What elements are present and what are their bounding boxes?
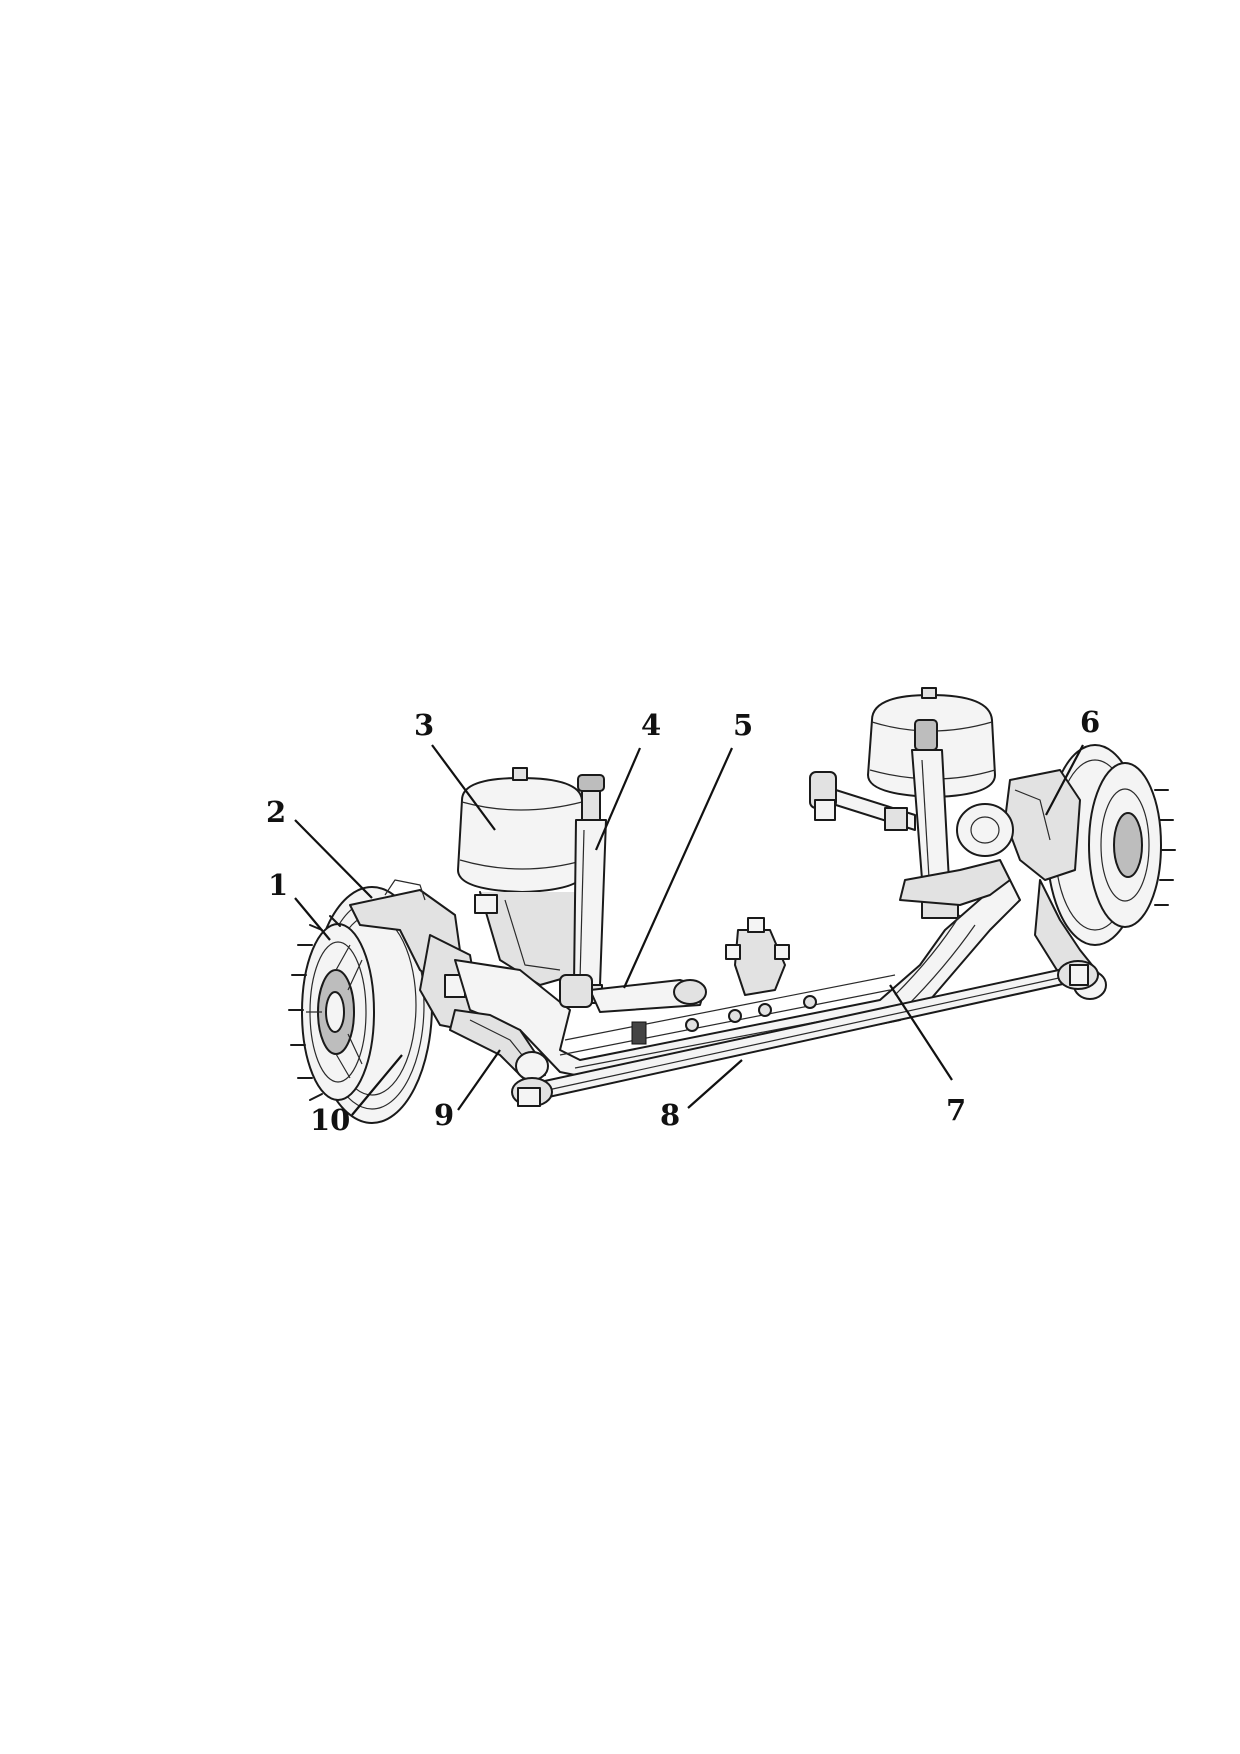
callout-9: 9 bbox=[434, 1098, 454, 1132]
callout-labels: 1 2 3 4 5 6 7 8 9 10 bbox=[266, 705, 1100, 1137]
right-wheel-studs bbox=[1154, 789, 1176, 906]
drag-link bbox=[809, 771, 916, 831]
leader-3 bbox=[431, 744, 496, 831]
callout-5: 5 bbox=[733, 708, 753, 742]
right-wheel-hub-assembly bbox=[956, 744, 1176, 1000]
callout-2: 2 bbox=[266, 795, 286, 829]
callout-3: 3 bbox=[414, 708, 434, 742]
left-wheel-hub-assembly bbox=[288, 879, 479, 1124]
leader-7 bbox=[889, 984, 953, 1081]
left-wheel-studs bbox=[288, 915, 341, 1101]
callout-6: 6 bbox=[1080, 705, 1100, 739]
callout-7: 7 bbox=[946, 1093, 966, 1127]
leader-1 bbox=[294, 897, 331, 941]
leader-10 bbox=[351, 1054, 403, 1116]
leader-8 bbox=[687, 1059, 743, 1109]
beam-bolts bbox=[685, 995, 817, 1032]
callout-4: 4 bbox=[641, 708, 661, 742]
leader-4 bbox=[594, 747, 642, 851]
callout-10: 10 bbox=[310, 1103, 350, 1137]
leader-5 bbox=[622, 747, 734, 989]
left-air-spring bbox=[457, 767, 586, 986]
callout-8: 8 bbox=[660, 1098, 680, 1132]
left-steering-arm bbox=[449, 1009, 549, 1081]
stabilizer-bar bbox=[559, 974, 707, 1013]
right-brake-caliper bbox=[1004, 769, 1081, 881]
callout-1: 1 bbox=[268, 868, 288, 902]
tie-rod bbox=[511, 960, 1099, 1107]
leader-9 bbox=[457, 1049, 501, 1111]
leader-2 bbox=[294, 819, 373, 899]
leader-lines bbox=[294, 744, 1084, 1116]
leader-6 bbox=[1045, 744, 1084, 816]
